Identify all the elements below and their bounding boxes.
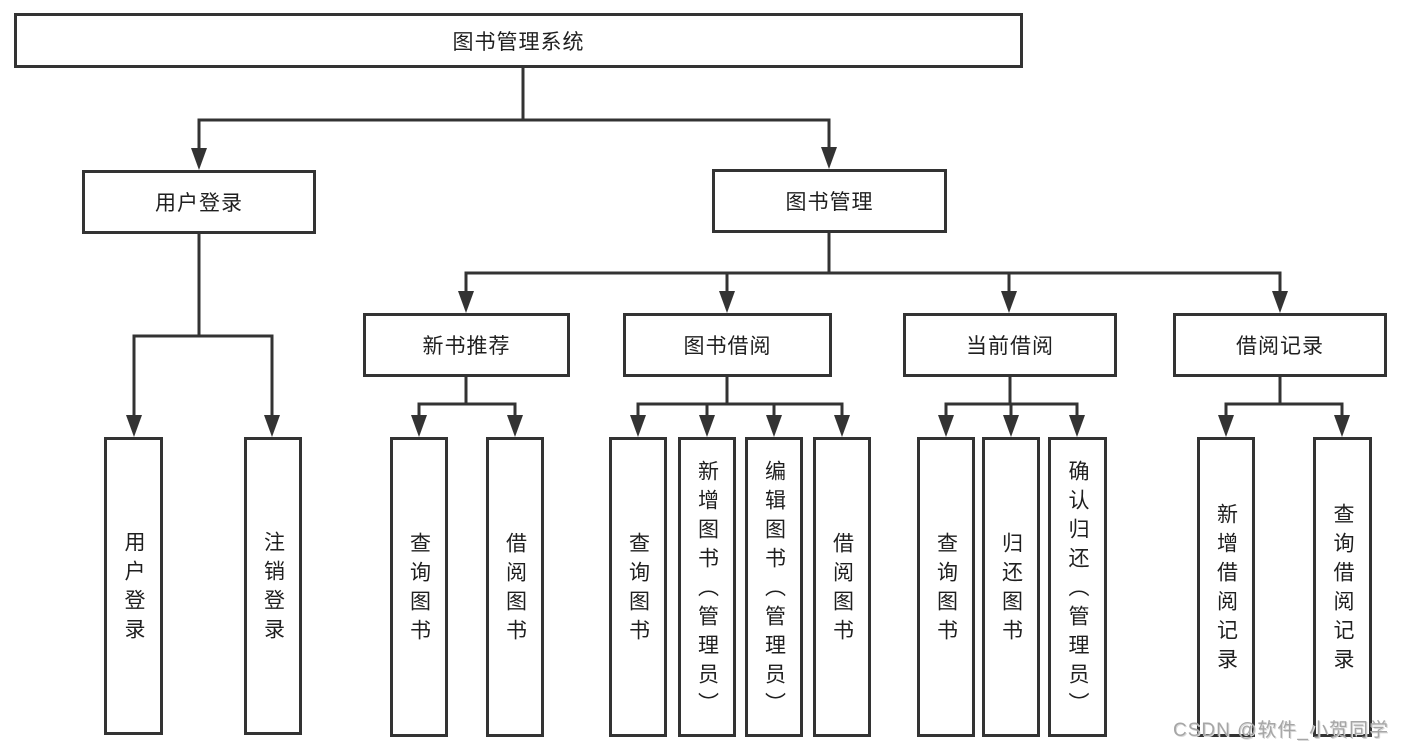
leaf-query-book-borrow: 查询图书 <box>609 437 667 737</box>
leaf-query-book-current: 查询图书 <box>917 437 975 737</box>
leaf-add-borrow-record: 新增借阅记录 <box>1197 437 1255 737</box>
connector-new-book-recommend-to-leaves <box>411 377 523 437</box>
node-book-management: 图书管理 <box>712 169 947 233</box>
connector-borrow-record-to-leaves <box>1218 377 1350 437</box>
connector-book-borrow-to-leaves <box>630 377 850 437</box>
connector-current-borrow-to-leaves <box>938 377 1085 437</box>
node-root-library-system: 图书管理系统 <box>14 13 1023 68</box>
node-user-login: 用户登录 <box>82 170 316 234</box>
leaf-user-login: 用户登录 <box>104 437 163 735</box>
leaf-query-borrow-record: 查询借阅记录 <box>1313 437 1372 737</box>
leaf-logout: 注销登录 <box>244 437 302 735</box>
connector-user-login-to-leaves <box>126 234 280 437</box>
leaf-borrow-book: 借阅图书 <box>813 437 871 737</box>
csdn-watermark: CSDN @软件_小贺同学 <box>1173 720 1389 741</box>
connector-root-to-level2 <box>191 68 837 170</box>
node-current-borrow: 当前借阅 <box>903 313 1117 377</box>
leaf-add-book-admin: 新增图书（管理员） <box>678 437 736 737</box>
node-borrow-record: 借阅记录 <box>1173 313 1387 377</box>
leaf-borrow-book-recommend: 借阅图书 <box>486 437 544 737</box>
node-book-borrow: 图书借阅 <box>623 313 832 377</box>
leaf-return-book: 归还图书 <box>982 437 1040 737</box>
leaf-confirm-return-admin: 确认归还（管理员） <box>1048 437 1107 737</box>
node-new-book-recommend: 新书推荐 <box>363 313 570 377</box>
connector-book-management-to-level3 <box>458 233 1288 313</box>
leaf-edit-book-admin: 编辑图书（管理员） <box>745 437 803 737</box>
leaf-query-book-recommend: 查询图书 <box>390 437 448 737</box>
